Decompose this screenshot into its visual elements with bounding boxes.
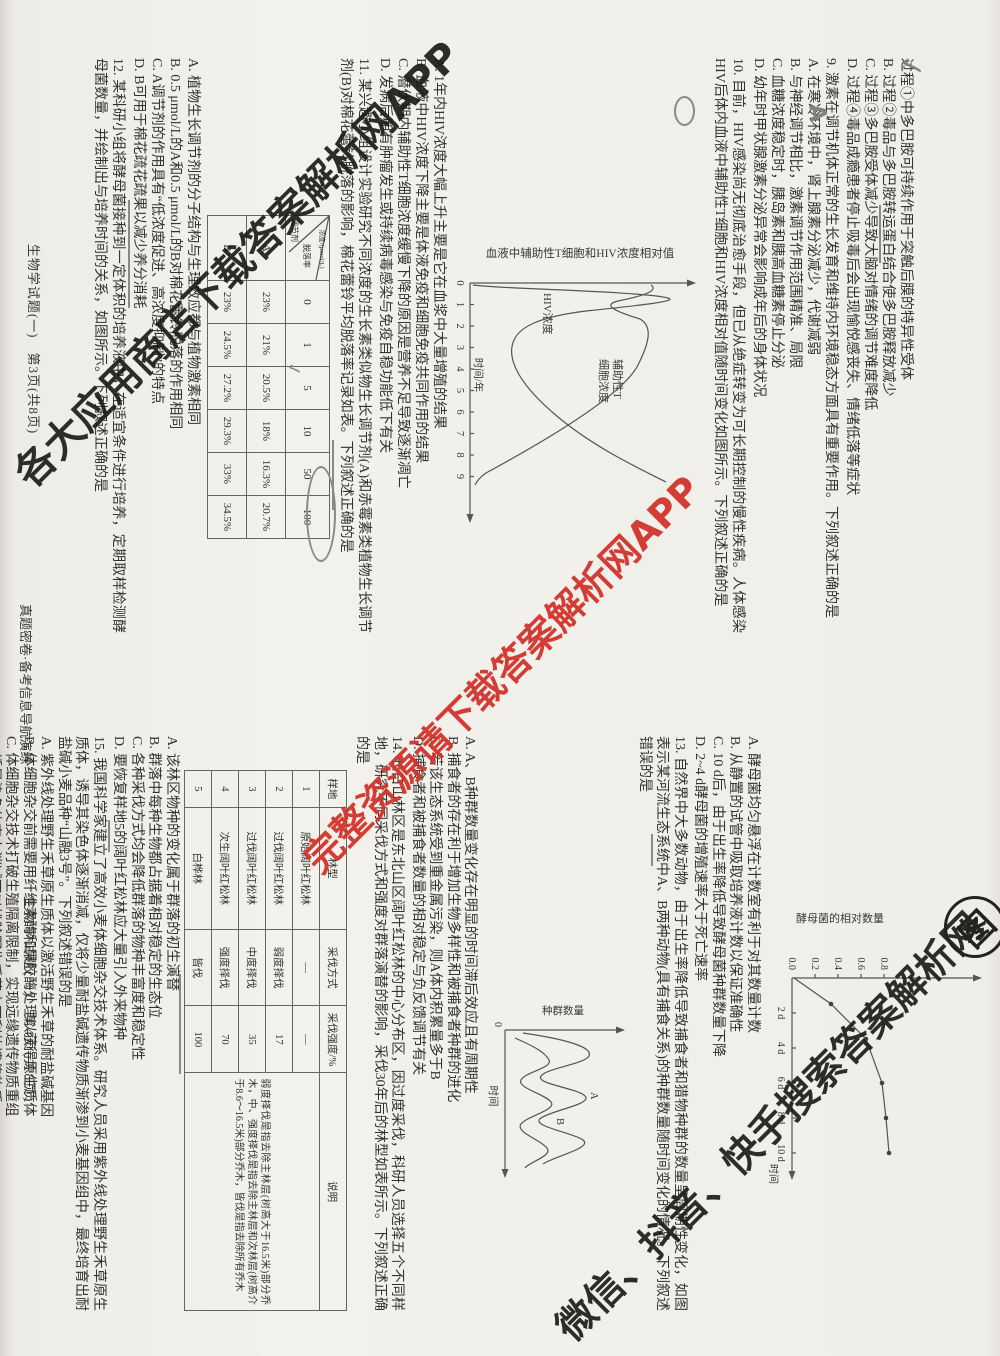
q12-option-c: C. 10 d后，由于出生率降低导致酵母菌种群数量下降 xyxy=(710,736,725,1057)
svg-text:8: 8 xyxy=(454,452,465,457)
hiv-curve-label: HIV浓度 xyxy=(541,293,555,335)
svg-text:调节剂: 调节剂 xyxy=(290,218,300,242)
svg-text:7: 7 xyxy=(454,431,465,436)
curve-a xyxy=(523,1032,591,1165)
curve-a-label: A xyxy=(589,1092,600,1100)
svg-text:3: 3 xyxy=(454,345,465,350)
hiv-tcell-graph: 血液中辅助性T细胞和HIV浓度相对值 0 1 2 3 4 5 6 7 8 9 xyxy=(449,235,706,633)
yeast-growth-graph: 酵母菌的相对数量 0.0 0.2 0.4 0.6 0.8 2 d 4 xyxy=(763,890,990,1311)
tcell-curve-label-1: 辅助性T xyxy=(611,359,625,399)
svg-text:脱落率: 脱落率 xyxy=(302,244,312,268)
svg-text:8 d: 8 d xyxy=(775,1112,786,1125)
curve-b-label: B xyxy=(555,1118,566,1125)
q14-option-c: C. 各种采伐方式均会降低群落的物种丰富度和稳定性 xyxy=(129,736,144,1061)
exam-page-4: 酵母菌的相对数量 0.0 0.2 0.4 0.6 0.8 2 d 4 xyxy=(0,678,1000,1356)
page4-footer: 生物学试题(一) 第4页(共8页) xyxy=(22,896,37,1104)
q9-option-d: D. 幼年时甲状腺激素分泌异常会影响成年后的身体状况 xyxy=(751,58,766,398)
q9-option-c: C. 血糖浓度稳定时，胰岛素和胰高血糖素停止分泌 xyxy=(769,58,784,369)
tcell-curve-label-2: 细胞浓度 xyxy=(597,359,611,403)
yeast-curve xyxy=(793,977,890,1154)
svg-text:0.8: 0.8 xyxy=(878,958,889,971)
q11-drop-rate-table: 浓度/(μmol/L) 脱落率 调节剂 0 1 5 10 50 100 A 23… xyxy=(207,215,330,539)
svg-text:1: 1 xyxy=(454,302,465,307)
tcell-curve xyxy=(474,284,654,486)
predator-prey-graph: 种群数量 0 时间 A B xyxy=(481,1000,634,1311)
q10-option-c: C. 潜伏期内辅助性T细胞浓度缓慢下降的原因是营养不足导致逐渐凋亡 xyxy=(395,58,410,489)
q9-option-b: B. 与神经调节相比，激素调节作用范围精准、局限 xyxy=(787,58,802,369)
q13-option-c: C. 若该生态系统受到重金属污染，则A体内积累量多于B xyxy=(427,736,443,1080)
q8-option-d: D. 过程④毒品成瘾患者停止吸毒后会出现愉悦感丧失、情绪低落等症状 xyxy=(844,58,859,496)
hiv-graph-ylabel: 血液中辅助性T细胞和HIV浓度相对值 xyxy=(486,246,675,260)
svg-text:2: 2 xyxy=(454,323,465,328)
q8-option-c: C. 过程③多巴胺受体减少导致大脑对情绪的调节难度降低 xyxy=(862,58,877,411)
q14-option-a: A. 该林区物种的变化属于群落的初生演替 xyxy=(164,736,179,992)
q8-option-a: 过程①中多巴胺可持续作用于突触后膜的特异性受体 xyxy=(898,58,913,380)
yeast-graph-xlabel: 时间 xyxy=(767,1164,780,1184)
q10-option-b: B. 血液中HIV浓度下降主要是体液免疫和细胞免疫共同作用的结果 xyxy=(413,58,428,464)
page3-text-flow: 过程①中多巴胺可持续作用于突触后膜的特异性受体 B. 过程②毒品与多巴胺转运蛋白… xyxy=(92,58,913,633)
q9-stem: 9. 激素在调节机体正常的生长发育和维持内环境稳态方面具有重要作用。下列叙述正确… xyxy=(823,58,838,618)
hiv-graph-xlabel: 时间/年 xyxy=(472,358,485,392)
svg-text:0.2: 0.2 xyxy=(809,958,820,971)
q12-option-a: A. 酵母菌均匀悬浮在计数室有利于对其数量计数 xyxy=(745,736,760,1034)
q14-table-note: 弱度择伐是指去除主林层(树高大于16.5米)部分乔木，中、强度择伐是指去除主林层… xyxy=(184,1072,320,1311)
svg-text:5: 5 xyxy=(454,388,465,393)
predator-graph-origin: 0 xyxy=(493,1022,504,1027)
hiv-curve xyxy=(472,284,671,483)
exam-page-3: 过程①中多巴胺可持续作用于突触后膜的特异性受体 B. 过程②毒品与多巴胺转运蛋白… xyxy=(18,51,930,764)
page3-footer: 生物学试题(一) 第3页(共8页) xyxy=(26,243,41,435)
q15-option-d: D. 诱导染色体定向消减可以排除野生禾草中不利的遗传物质 xyxy=(0,736,2,1311)
q13-option-a: A. A、B种群数量变化存在明显的时间滞后效应且有周期性 xyxy=(462,736,478,1094)
q15-option-c: C. 体细胞杂交技术打破生殖隔离限制，实现远缘遗传物质重组 xyxy=(3,736,19,1117)
svg-text:4 d: 4 d xyxy=(775,1042,786,1055)
predator-graph-ylabel: 种群数量 xyxy=(543,1004,585,1017)
svg-text:0.0: 0.0 xyxy=(786,958,797,971)
q10-stem: 10. 目前，HIV感染尚无彻底治愈手段，但已从绝症转变为可长期控制的慢性疾病。… xyxy=(712,58,745,633)
q9-option-a: A. 在寒冷环境中，肾上腺素分泌减少，代谢减弱 xyxy=(805,58,820,356)
curve-b xyxy=(515,1037,553,1169)
q14-option-d: D. 要恢复样地5的阔叶红松林应大量引入外来物种 xyxy=(111,736,127,1041)
svg-text:0: 0 xyxy=(454,280,465,285)
svg-text:0.4: 0.4 xyxy=(832,958,843,971)
svg-text:浓度/(μmol/L): 浓度/(μmol/L) xyxy=(318,229,327,268)
q15-stem: 15. 我国科学家建立了高效小麦体细胞杂交技术体系。研究人员采用紫外线处理野生禾… xyxy=(56,736,106,1311)
svg-text:6 d: 6 d xyxy=(775,1077,786,1090)
svg-text:6: 6 xyxy=(454,409,465,414)
q13-option-b: B. 捕食者的存在利于增加生物多样性和被捕食者种群的进化 xyxy=(445,736,460,1103)
q14-option-b: B. 群落中每种生物都占据着相对稳定的生态位 xyxy=(146,736,162,1019)
svg-text:0.6: 0.6 xyxy=(855,958,866,971)
yeast-graph-ylabel: 酵母菌的相对数量 xyxy=(796,911,884,925)
q10-option-a: A. 1年内HIV浓度大幅上升主要是它在血浆中大量增殖的结果 xyxy=(431,58,446,429)
svg-text:9: 9 xyxy=(454,474,465,479)
q8-option-b: B. 过程②毒品与多巴胺转运蛋白结合使多巴胺释放减少 xyxy=(880,58,895,397)
predator-graph-xlabel: 时间 xyxy=(488,1086,501,1107)
svg-text:4: 4 xyxy=(454,366,465,372)
q13-option-d: D. 捕食者和被捕食者数量的相对稳定与负反馈调节有关 xyxy=(410,736,425,1076)
svg-text:10 d: 10 d xyxy=(775,1144,786,1162)
page4-text-flow: 酵母菌的相对数量 0.0 0.2 0.4 0.6 0.8 2 d 4 xyxy=(0,678,1000,1356)
svg-text:2 d: 2 d xyxy=(775,1007,786,1020)
q11-table-corner: 浓度/(μmol/L) 脱落率 调节剂 xyxy=(285,215,330,281)
q12-option-b: B. 从静置的试管中吸取培养液计数以保证准确性 xyxy=(727,736,743,1033)
